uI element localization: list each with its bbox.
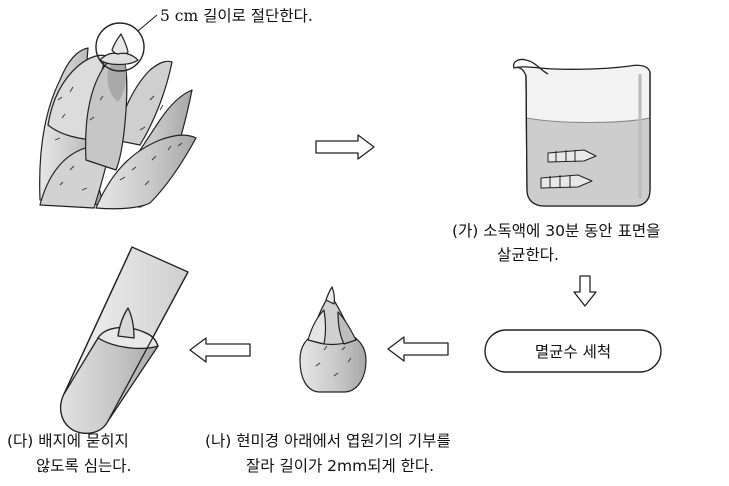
tip-scale-left: [307, 309, 327, 345]
step-ga-line1: (가) 소독액에 30분 동안 표면을: [452, 222, 660, 240]
wash-box-label: 멸균수 세척: [535, 343, 611, 361]
tube-rim-line: [63, 246, 133, 395]
tip-scale-right: [337, 311, 357, 345]
beaker-liquid: [527, 118, 650, 206]
step-na-line2: 잘라 길이가 2mm되게 한다.: [246, 457, 434, 475]
wash-box: [484, 329, 662, 373]
cut-leader-line: [137, 14, 158, 32]
excised-tip-illustration: [299, 286, 367, 393]
tube-rim-line-2: [107, 271, 189, 422]
shoot-apex-illustration: [39, 14, 197, 210]
text-layer: 5 cm 길이로 절단한다. (가) 소독액에 30분 동안 표면을 살균한다.…: [7, 7, 660, 475]
beaker-outline: [525, 72, 651, 207]
apex-bud: [111, 33, 129, 56]
tip-speckles: [315, 345, 352, 377]
tube-explant: [117, 307, 135, 339]
leaf-speckles: [54, 86, 183, 191]
agar-surface: [97, 327, 159, 350]
arrow-left-icon: [387, 336, 449, 362]
apex-scales: [99, 52, 139, 66]
cut-circle: [95, 22, 145, 72]
test-tube-illustration: [59, 246, 189, 434]
leaf-lower-right: [95, 134, 197, 210]
step-da-line2: 않도록 심는다.: [36, 457, 131, 475]
tip-apex: [325, 286, 335, 305]
beaker-illustration: [512, 58, 651, 207]
leaf-mid-right: [114, 60, 173, 146]
beaker-spout: [512, 58, 549, 75]
immersed-shoots: [540, 149, 597, 189]
step-na-line1: (나) 현미경 아래에서 엽원기의 기부를: [205, 432, 451, 450]
cut-note: 5 cm 길이로 절단한다.: [160, 7, 313, 25]
arrow-right-icon: [315, 134, 375, 160]
arrow-left-icon-2: [189, 337, 251, 363]
step-da-line1: (다) 배지에 묻히지: [7, 432, 129, 450]
arrow-down-icon: [573, 275, 597, 307]
step-ga-line2: 살균한다.: [497, 246, 559, 264]
